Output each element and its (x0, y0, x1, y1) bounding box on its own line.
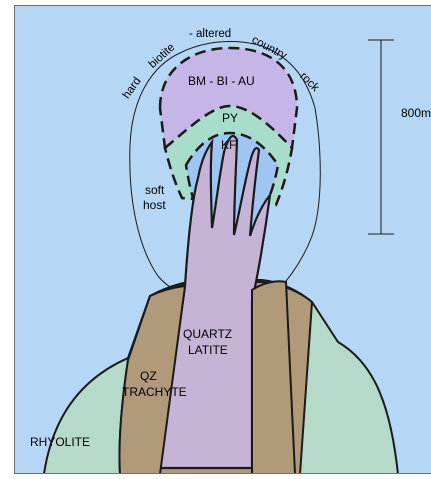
label-quartz: QUARTZ (183, 328, 232, 341)
label-kf: KF (221, 139, 236, 152)
label-qz: QZ (140, 370, 157, 383)
label-bm-bi-au: BM - BI - AU (188, 75, 255, 88)
scale-bar (368, 40, 394, 234)
label-trachyte: TRACHYTE (122, 386, 187, 399)
label-host: host (143, 199, 166, 212)
diagram-frame: hard biotite - altered country rock BM -… (14, 5, 431, 474)
label-py: PY (222, 112, 238, 125)
label-scale: 800m (401, 107, 431, 120)
label-altered: - altered (189, 28, 231, 41)
label-rhyolite: RHYOLITE (30, 436, 90, 449)
label-latite: LATITE (188, 344, 228, 357)
label-soft: soft (145, 184, 164, 197)
